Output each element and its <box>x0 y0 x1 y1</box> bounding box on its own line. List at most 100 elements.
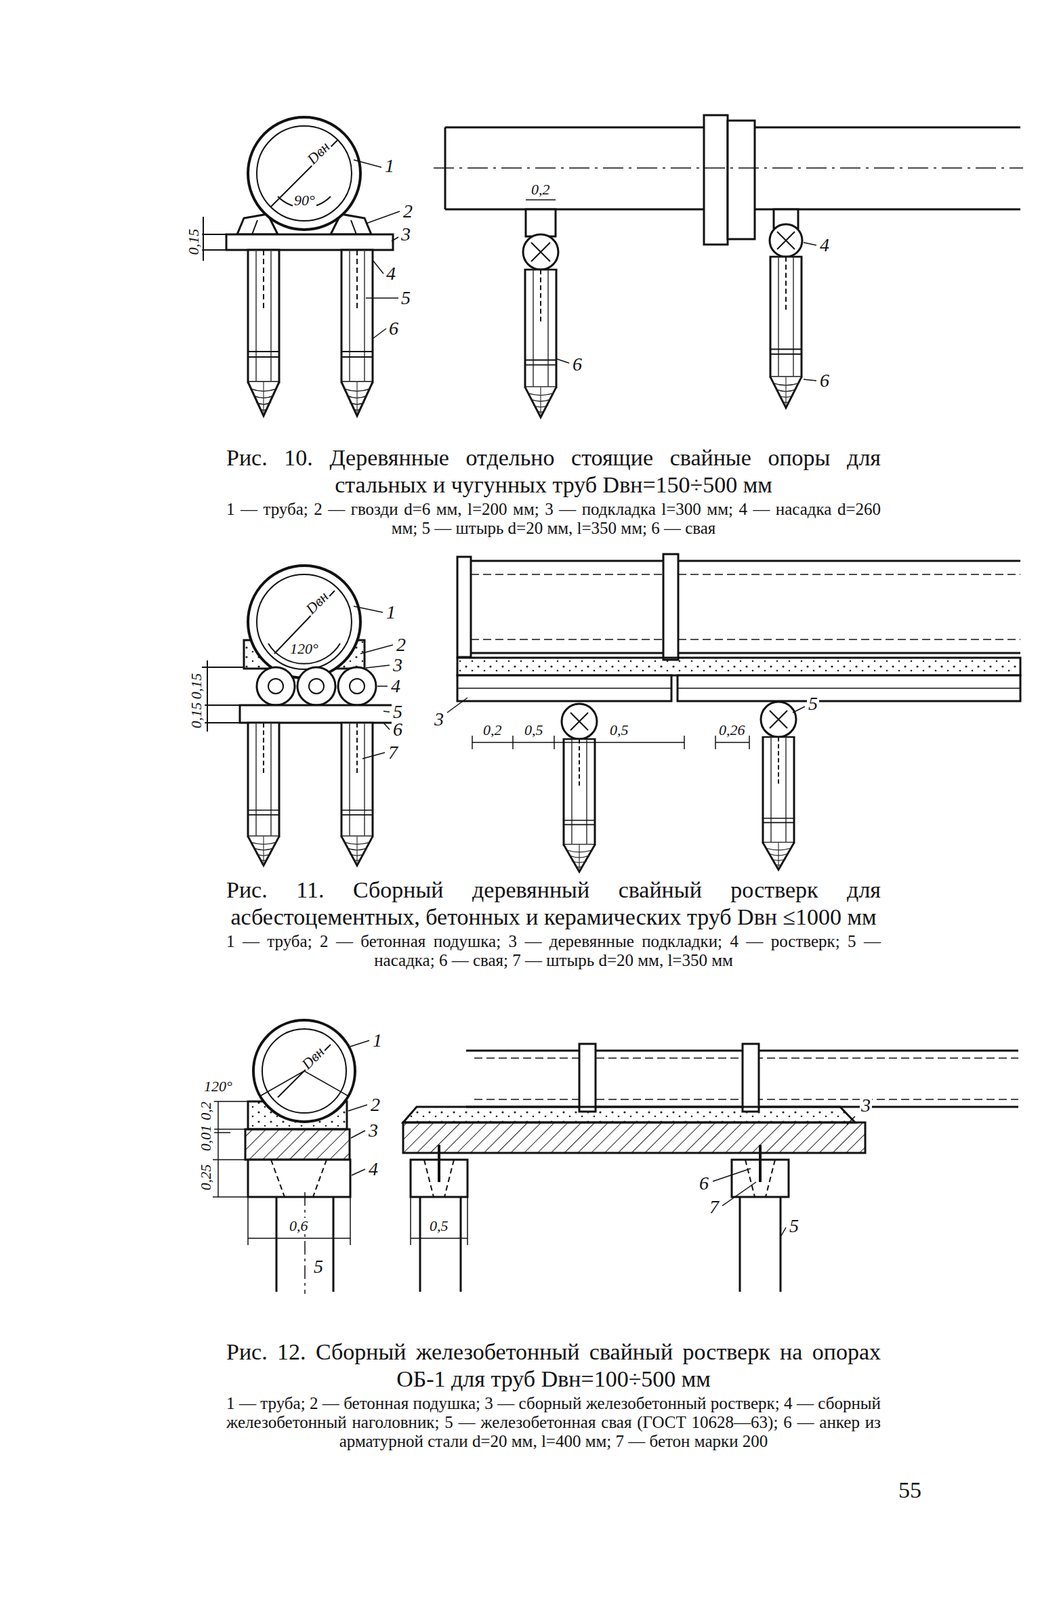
dimension-label: 0,25 <box>197 1163 215 1193</box>
callout-number: 3 <box>367 1120 380 1141</box>
fig10-side-view-part <box>525 199 556 201</box>
fig11-side-view-part <box>457 675 672 702</box>
fig10-cross-section-part <box>256 126 352 221</box>
callout-number: 2 <box>369 1094 382 1116</box>
fig10-side-view-part <box>445 126 704 129</box>
fig10-cross-section-part <box>197 249 227 251</box>
callout-number: 3 <box>391 655 404 676</box>
fig11-cross-section-part <box>297 667 336 706</box>
fig11-side-view-part <box>762 737 795 870</box>
dimension-label: 0,01 <box>197 1124 215 1154</box>
dimension-label: 0,2 <box>529 181 552 198</box>
fig12-cross-section-part <box>245 1129 350 1160</box>
fig12-cross-section-part <box>260 1071 349 1097</box>
callout-number: 6 <box>387 318 400 339</box>
fig11-side-view <box>447 554 1021 872</box>
fig12-side-view-part <box>742 1044 759 1112</box>
callout-number: 6 <box>818 370 831 391</box>
fig10-side-view-part <box>703 115 728 245</box>
dimension-label: 0,5 <box>428 1218 450 1235</box>
fig12-side-view-part <box>712 1116 856 1238</box>
fig10-side-view-part <box>531 242 551 262</box>
fig11-cross-section-part <box>308 678 324 694</box>
fig11-side-view-part <box>760 701 797 738</box>
callout-number: 2 <box>394 634 408 656</box>
callout-number: 4 <box>818 235 831 256</box>
fig10-cross-section-part <box>197 233 227 236</box>
callout-number: 5 <box>787 1216 801 1237</box>
fig11-cross-section-part <box>353 606 393 759</box>
callout-number: 4 <box>367 1159 380 1180</box>
fig11-cross-section-part <box>349 678 365 694</box>
fig10-cross-section <box>197 117 400 416</box>
figure-caption: Рис. 11. Сборный деревянный свайный рост… <box>226 876 881 931</box>
fig11-side-view-part <box>677 675 1021 702</box>
fig10-cross-section-part <box>353 159 400 339</box>
fig12-cross-section-part <box>212 1101 248 1198</box>
fig10-cross-section-part <box>252 220 258 235</box>
fig11-side-view-part <box>663 554 679 660</box>
fig10-cross-section-part <box>341 250 373 416</box>
callout-number: 6 <box>391 719 404 740</box>
callout-number: 4 <box>384 263 398 284</box>
dimension-label: 0,15 <box>185 227 202 257</box>
dimension-label: 0,15 <box>188 701 205 731</box>
dimension-label: 0,15 <box>188 672 205 702</box>
fig12-side-view-part <box>437 1145 441 1183</box>
fig10-cross-section-part <box>226 234 393 251</box>
fig10-side-view-part <box>445 208 704 211</box>
fig10-cross-section-part <box>247 117 361 230</box>
fig11-side-view-part <box>457 652 1021 655</box>
fig11-cross-section-part <box>338 667 377 706</box>
callout-number: 1 <box>383 155 396 177</box>
dimension-label: 0,2 <box>481 722 504 739</box>
fig10-side-view-part <box>525 209 556 237</box>
callout-number: 3 <box>859 1095 872 1116</box>
figure-legend: 1 — труба; 2 — бетонная подушка; 3 — дер… <box>226 932 881 971</box>
callout-number: 5 <box>312 1256 325 1278</box>
fig12-side-view-part <box>403 1107 856 1123</box>
fig12-side-view-part <box>579 1044 596 1112</box>
fig11-cross-section-part <box>256 667 295 706</box>
fig11-cross-section-part <box>206 660 208 732</box>
fig12-side-view-part <box>758 1145 762 1183</box>
fig11-cross-section-part <box>247 722 280 866</box>
fig10-side-view-part <box>754 126 1021 129</box>
fig11-side-view-part <box>563 739 595 872</box>
fig11-side-view-part <box>457 556 471 658</box>
fig11-side-view-part <box>677 687 1021 690</box>
callout-number: 3 <box>399 224 412 245</box>
fig11-side-view-part <box>457 657 1021 676</box>
fig11-side-view-part <box>472 735 685 750</box>
figure-caption: Рис. 12. Сборный железобетонный свайный … <box>226 1338 881 1393</box>
fig10-side-view-part <box>525 269 557 418</box>
fig12-cross-section-part <box>247 1197 351 1246</box>
fig10-side-view-part <box>433 167 1024 169</box>
fig12-cross-section-part <box>217 1101 219 1198</box>
dimension-label: 120° <box>288 640 320 658</box>
fig12-side-view-part <box>410 1197 468 1246</box>
fig10-cross-section-part <box>350 220 357 235</box>
fig11-cross-section-part <box>201 704 240 706</box>
dimension-label: 0,26 <box>717 722 747 739</box>
fig10-side-view-part <box>556 242 817 381</box>
fig10-cross-section-part <box>247 250 280 416</box>
fig11-cross-section-part <box>201 666 244 669</box>
fig12-cross-section-part <box>271 1159 327 1198</box>
fig12-cross-section-part <box>247 1237 351 1240</box>
callout-number: 3 <box>432 709 446 730</box>
callout-number: 2 <box>401 201 414 222</box>
callout-number: 1 <box>371 1030 384 1051</box>
figure-caption: Рис. 10. Деревянные отдельно стоящие сва… <box>226 444 881 499</box>
fig11-cross-section-part <box>247 565 361 679</box>
figure-legend: 1 — труба; 2 — бетонная подушка; 3 — сбо… <box>226 1394 881 1452</box>
fig10-side-view <box>433 115 1024 418</box>
fig10-side-view-part <box>770 256 802 408</box>
dimension-label: 0,5 <box>523 722 545 739</box>
dimension-label: 0,2 <box>197 1100 215 1122</box>
callout-number: 4 <box>389 676 402 697</box>
fig12-cross-section-part <box>304 1192 306 1295</box>
callout-number: 5 <box>806 693 820 715</box>
fig10-side-view-part <box>777 231 795 250</box>
fig12-cross-section-part <box>348 1040 370 1176</box>
